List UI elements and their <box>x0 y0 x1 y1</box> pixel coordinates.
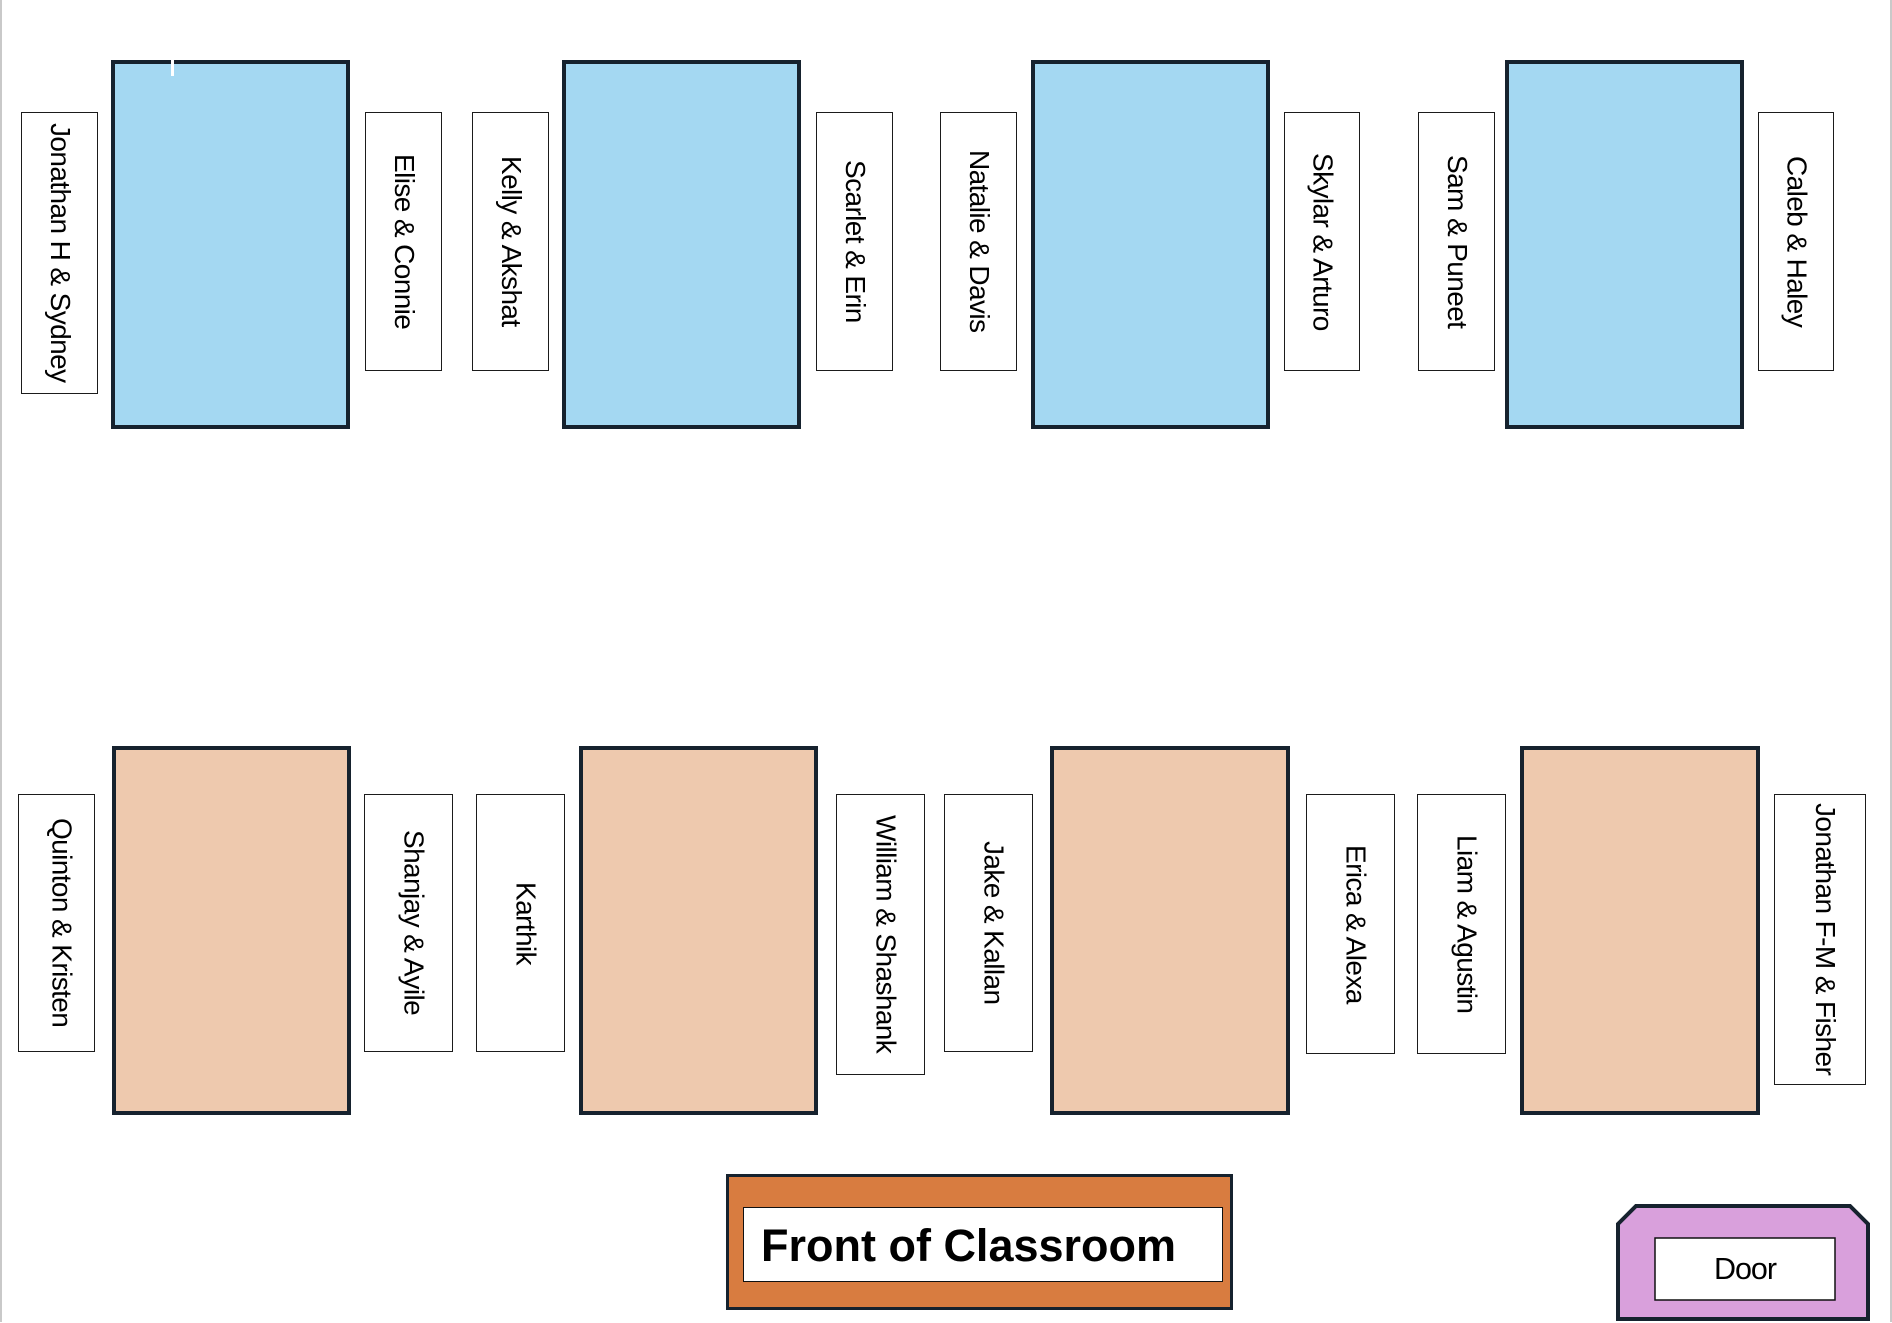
svg-text:Door: Door <box>1714 1252 1777 1286</box>
